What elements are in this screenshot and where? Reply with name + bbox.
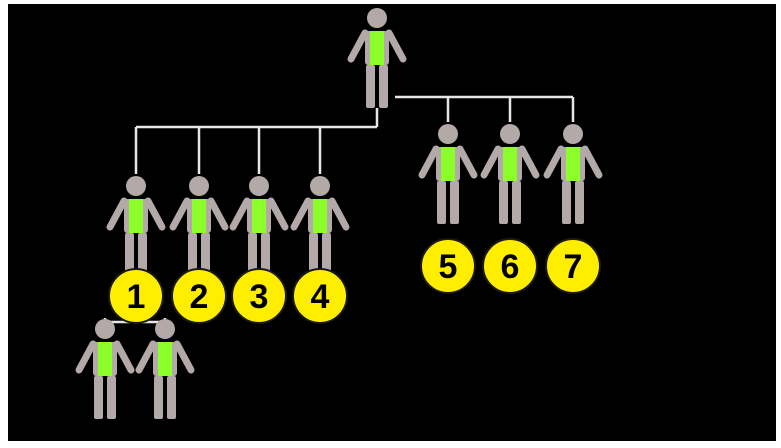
slide-background (8, 4, 776, 441)
badge-label: 6 (501, 248, 520, 286)
badge-circle (171, 268, 227, 324)
badge-5: 5 (420, 238, 476, 294)
badge-circle (545, 238, 601, 294)
badge-4: 4 (292, 268, 348, 324)
badge-circle (420, 238, 476, 294)
badge-label: 2 (190, 278, 209, 316)
badge-label: 3 (250, 278, 269, 316)
badge-6: 6 (482, 238, 538, 294)
badge-label: 4 (311, 278, 330, 316)
badge-3: 3 (231, 268, 287, 324)
badge-label: 7 (564, 248, 583, 286)
badge-1: 1 (108, 268, 164, 324)
badge-label: 5 (439, 248, 458, 286)
badge-2: 2 (171, 268, 227, 324)
badge-circle (292, 268, 348, 324)
badge-circle (108, 268, 164, 324)
badge-circle (231, 268, 287, 324)
badge-7: 7 (545, 238, 601, 294)
badge-label: 1 (127, 278, 146, 316)
number-badges: 1 2 3 4 5 6 7 (108, 238, 601, 324)
badge-circle (482, 238, 538, 294)
